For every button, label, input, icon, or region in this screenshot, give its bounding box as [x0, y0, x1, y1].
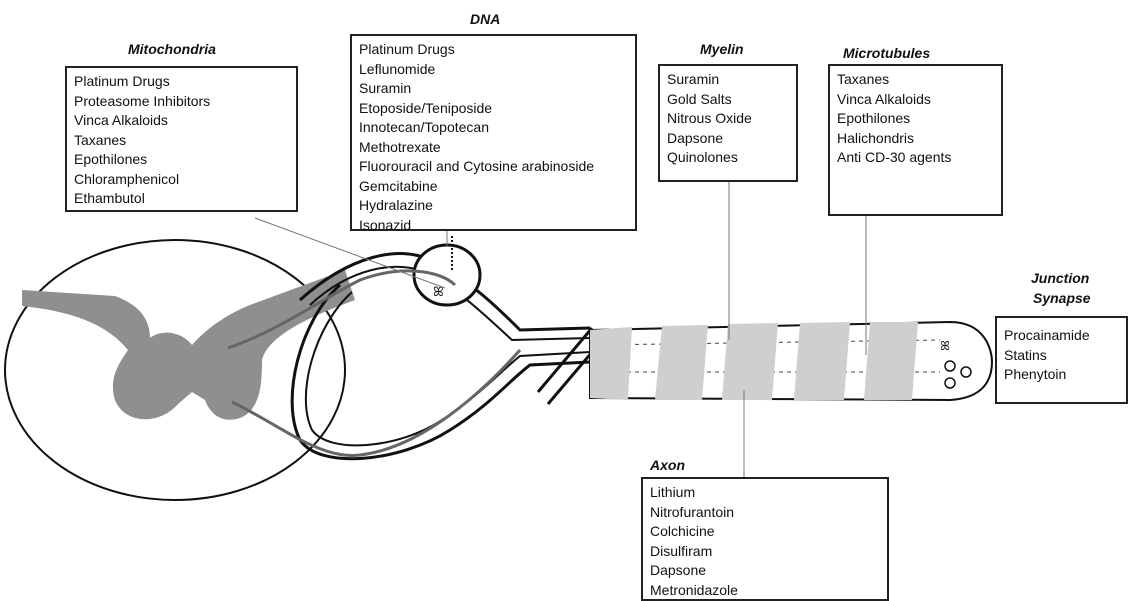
list-item: Phenytoin: [1004, 365, 1119, 385]
list-item: Taxanes: [837, 70, 994, 90]
list-item: Ethambutol: [74, 189, 289, 209]
list-item: Vinca Alkaloids: [837, 90, 994, 110]
list-item: Procainamide: [1004, 326, 1119, 346]
list-item: Platinum Drugs: [74, 72, 289, 92]
axon-title: Axon: [650, 457, 685, 473]
microtubules-box: Taxanes Vinca Alkaloids Epothilones Hali…: [828, 64, 1003, 216]
synaptic-vesicle: [945, 361, 955, 371]
mitochondria-box: Platinum Drugs Proteasome Inhibitors Vin…: [65, 66, 298, 212]
synaptic-vesicle: [961, 367, 971, 377]
synapse-title: Synapse: [1033, 290, 1091, 306]
list-item: Etoposide/Teniposide: [359, 99, 628, 119]
list-item: Nitrofurantoin: [650, 503, 880, 523]
junction-title: Junction: [1031, 270, 1089, 286]
list-item: Suramin: [667, 70, 789, 90]
list-item: Epothilones: [837, 109, 994, 129]
list-item: Fluorouracil and Cytosine arabinoside: [359, 157, 628, 177]
list-item: Dapsone: [667, 129, 789, 149]
list-item: Vinca Alkaloids: [74, 111, 289, 131]
junction-box: Procainamide Statins Phenytoin: [995, 316, 1128, 404]
list-item: Methotrexate: [359, 138, 628, 158]
list-item: Statins: [1004, 346, 1119, 366]
list-item: Gold Salts: [667, 90, 789, 110]
list-item: Metronidazole: [650, 581, 880, 601]
list-item: Dapsone: [650, 561, 880, 581]
list-item: Leflunomide: [359, 60, 628, 80]
list-item: Quinolones: [667, 148, 789, 168]
axon-box: Lithium Nitrofurantoin Colchicine Disulf…: [641, 477, 889, 601]
list-item: Isonazid: [359, 216, 628, 236]
ventral-root-inner: [306, 292, 590, 445]
dna-box: Platinum Drugs Leflunomide Suramin Etopo…: [350, 34, 637, 231]
list-item: Suramin: [359, 79, 628, 99]
list-item: Gemcitabine: [359, 177, 628, 197]
myelin-segment: [864, 322, 918, 400]
list-item: Platinum Drugs: [359, 40, 628, 60]
list-item: Disulfiram: [650, 542, 880, 562]
mitochondria-title: Mitochondria: [128, 41, 216, 57]
list-item: Halichondris: [837, 129, 994, 149]
myelin-box: Suramin Gold Salts Nitrous Oxide Dapsone…: [658, 64, 798, 182]
list-item: Chloramphenicol: [74, 170, 289, 190]
myelin-segment: [655, 325, 708, 400]
dorsal-root-ganglion: [414, 245, 480, 305]
dna-title: DNA: [470, 11, 500, 27]
peripheral-axon: [590, 322, 992, 400]
list-item: Lithium: [650, 483, 880, 503]
list-item: Taxanes: [74, 131, 289, 151]
terminal-mitochondria-icon: ꕤ: [940, 339, 950, 353]
list-item: Innotecan/Topotecan: [359, 118, 628, 138]
list-item: Nitrous Oxide: [667, 109, 789, 129]
myelin-segment: [590, 327, 632, 400]
list-item: Hydralazine: [359, 196, 628, 216]
list-item: Anti CD-30 agents: [837, 148, 994, 168]
list-item: Epothilones: [74, 150, 289, 170]
synaptic-vesicle: [945, 378, 955, 388]
myelin-segment: [722, 323, 778, 400]
myelin-segment: [794, 322, 850, 400]
list-item: Colchicine: [650, 522, 880, 542]
list-item: Proteasome Inhibitors: [74, 92, 289, 112]
myelin-title: Myelin: [700, 41, 744, 57]
microtubules-title: Microtubules: [843, 45, 930, 61]
